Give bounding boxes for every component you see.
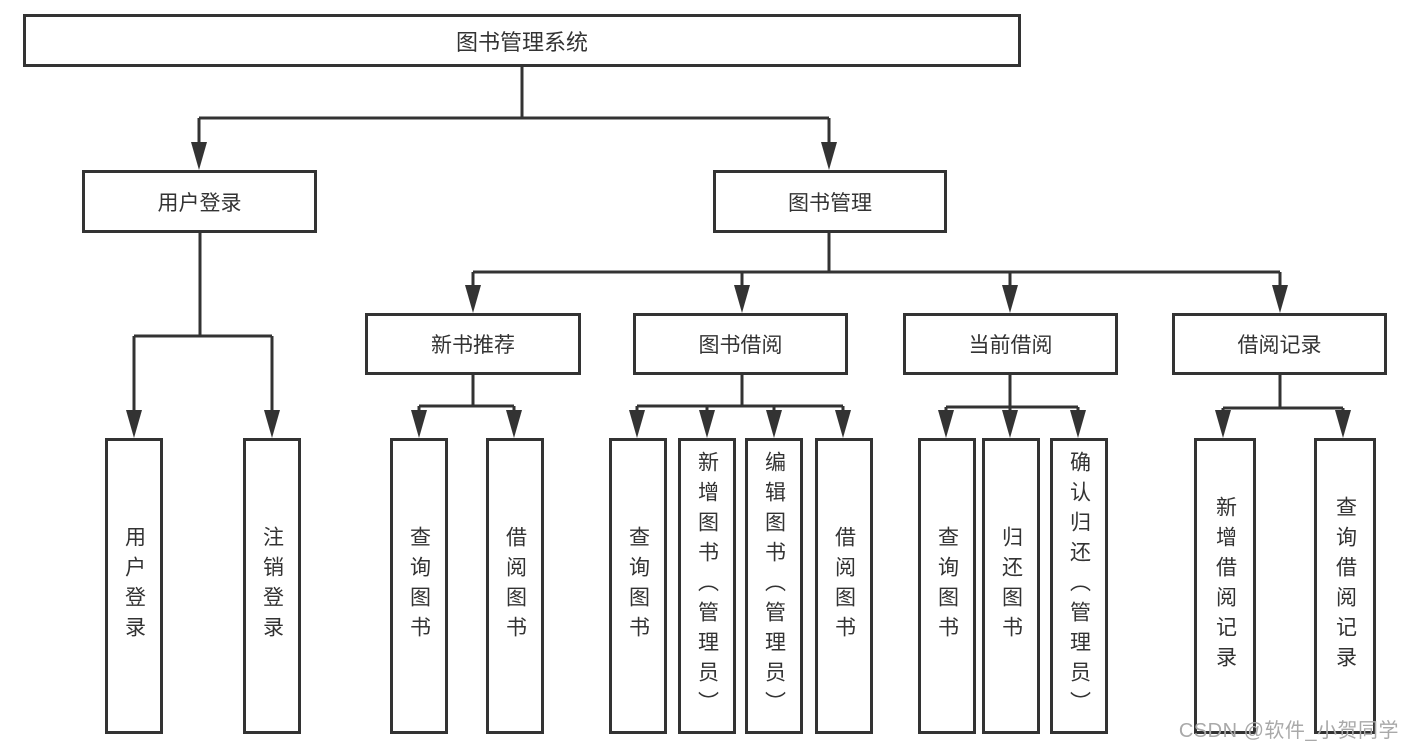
leaf-return-books: 归还图书 (982, 438, 1040, 734)
leaf-query-borrow-record: 查询借阅记录 (1314, 438, 1376, 734)
leaf-query-books-1-label: 查询图书 (407, 526, 431, 646)
node-new-book-recommend: 新书推荐 (365, 313, 581, 375)
leaf-add-books-admin-label: 新增图书（管理员） (695, 451, 719, 721)
leaf-edit-books-admin-label: 编辑图书（管理员） (762, 451, 786, 721)
node-current-borrowing: 当前借阅 (903, 313, 1118, 375)
leaf-borrow-books-1-label: 借阅图书 (503, 526, 527, 646)
leaf-return-books-label: 归还图书 (999, 526, 1023, 646)
node-borrowing-records: 借阅记录 (1172, 313, 1387, 375)
leaf-edit-books-admin: 编辑图书（管理员） (745, 438, 803, 734)
leaf-query-books-1: 查询图书 (390, 438, 448, 734)
leaf-user-login: 用户登录 (105, 438, 163, 734)
csdn-watermark: CSDN @软件_小贺同学 (1178, 720, 1399, 742)
leaf-borrow-books-2: 借阅图书 (815, 438, 873, 734)
leaf-query-books-2-label: 查询图书 (626, 526, 650, 646)
leaf-add-borrow-record-label: 新增借阅记录 (1213, 496, 1237, 676)
leaf-confirm-return-admin: 确认归还（管理员） (1050, 438, 1108, 734)
leaf-query-books-2: 查询图书 (609, 438, 667, 734)
node-book-management: 图书管理 (713, 170, 947, 233)
node-book-borrowing: 图书借阅 (633, 313, 848, 375)
leaf-logout-label: 注销登录 (260, 526, 284, 646)
leaf-borrow-books-1: 借阅图书 (486, 438, 544, 734)
leaf-query-books-3: 查询图书 (918, 438, 976, 734)
leaf-user-login-label: 用户登录 (122, 526, 146, 646)
leaf-add-borrow-record: 新增借阅记录 (1194, 438, 1256, 734)
leaf-logout: 注销登录 (243, 438, 301, 734)
leaf-query-books-3-label: 查询图书 (935, 526, 959, 646)
leaf-query-borrow-record-label: 查询借阅记录 (1333, 496, 1357, 676)
leaf-confirm-return-admin-label: 确认归还（管理员） (1067, 451, 1091, 721)
node-root-system: 图书管理系统 (23, 14, 1021, 67)
leaf-add-books-admin: 新增图书（管理员） (678, 438, 736, 734)
leaf-borrow-books-2-label: 借阅图书 (832, 526, 856, 646)
node-user-login: 用户登录 (82, 170, 317, 233)
